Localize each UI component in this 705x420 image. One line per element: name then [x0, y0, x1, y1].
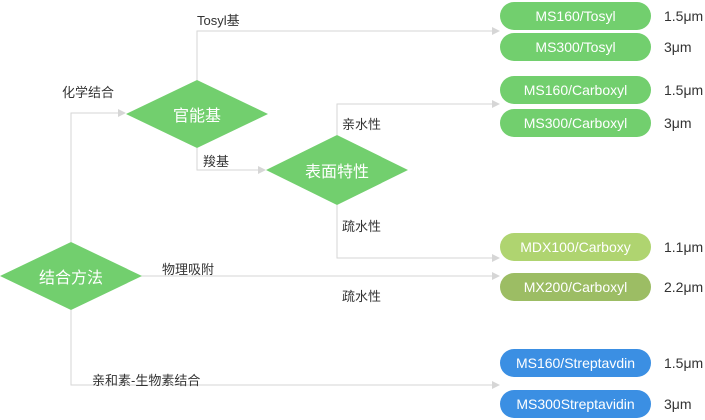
edge-label-hydrophobic-2: 疏水性 — [342, 289, 382, 304]
product-ms300-tosyl: MS300/Tosyl — [500, 33, 651, 61]
size-ms160-carboxyl: 1.5μm — [664, 82, 704, 98]
product-ms160-streptavdin: MS160/Streptavdin — [500, 349, 651, 377]
edge-label-hydrophobic-1: 疏水性 — [342, 219, 382, 234]
product-mx200-carboxyl: MX200/Carboxyl — [500, 273, 651, 301]
edge-label-avidin-biotin: 亲和素-生物素结合 — [92, 373, 201, 388]
diamond-functional-group: 官能基 — [126, 80, 268, 148]
product-mdx100-carboxy: MDX100/Carboxy — [500, 233, 651, 261]
binding-method-label: 结合方法 — [38, 270, 103, 287]
size-ms300-streptavidin: 3μm — [664, 396, 692, 412]
product-ms300-streptavidin: MS300Streptavidin — [500, 390, 651, 418]
size-ms160-tosyl: 1.5μm — [664, 8, 704, 24]
edge-label-carboxyl-group: 羧基 — [203, 154, 230, 169]
size-mx200-carboxyl: 2.2μm — [664, 279, 704, 295]
edge-label-tosyl: Tosyl基 — [197, 13, 240, 28]
size-mdx100-carboxy: 1.1μm — [664, 239, 704, 255]
size-ms160-streptavdin: 1.5μm — [664, 355, 704, 371]
diamond-surface-property: 表面特性 — [266, 135, 408, 205]
size-ms300-tosyl: 3μm — [664, 39, 692, 55]
edge-label-chemical-bond: 化学结合 — [62, 85, 115, 100]
size-ms300-carboxyl: 3μm — [664, 115, 692, 131]
product-ms300-carboxyl: MS300/Carboxyl — [500, 109, 651, 137]
edge-label-hydrophilic: 亲水性 — [342, 117, 382, 132]
diamond-binding-method: 结合方法 — [0, 242, 142, 310]
product-ms160-carboxyl: MS160/Carboxyl — [500, 76, 651, 104]
edge-label-physical-adsorption: 物理吸附 — [162, 262, 215, 277]
surface-property-label: 表面特性 — [304, 164, 369, 181]
product-ms160-tosyl: MS160/Tosyl — [500, 2, 651, 30]
functional-group-label: 官能基 — [172, 108, 221, 125]
